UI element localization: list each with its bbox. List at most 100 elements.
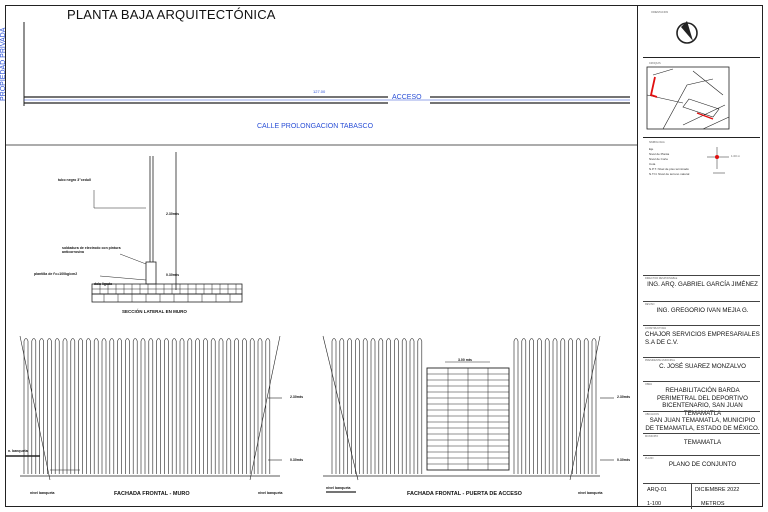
fence-bar — [93, 338, 99, 474]
north-arrow-icon — [676, 21, 698, 44]
fence-bar — [370, 338, 376, 474]
plan-dimension: 127.00 — [313, 89, 326, 94]
legend-line: Eje — [649, 147, 654, 151]
fence-bar — [386, 338, 391, 474]
fence-bar — [203, 338, 208, 474]
plan-title: PLANTA BAJA ARQUITECTÓNICA — [67, 7, 276, 22]
fence-bar — [521, 338, 527, 474]
access-gate — [426, 367, 510, 471]
field-value: TEMAMATLA — [683, 439, 722, 446]
drawing-sheet — [5, 5, 763, 507]
sheet-date: DICIEMBRE 2022 — [695, 487, 740, 493]
fence-bar — [234, 338, 239, 474]
fence-bar — [226, 338, 232, 474]
wall-caption: FACHADA FRONTAL - MURO — [114, 491, 190, 497]
field-caption: OBRA — [645, 383, 653, 386]
legend-list: Eje Nivel de Planta Nivel de Corte Cota … — [649, 147, 689, 177]
legend-line: N.T.N. Nivel de terreno natural — [649, 172, 690, 176]
panel-border — [637, 5, 638, 507]
fence-bar — [568, 338, 573, 474]
fence-bar — [78, 338, 83, 474]
gate-caption: FACHADA FRONTAL - PUERTA DE ACCESO — [407, 491, 522, 497]
field-value: CHAJOR SERVICIOS EMPRESARIALES S.A DE C.… — [645, 331, 760, 346]
fence-bar — [591, 338, 597, 474]
field-caption: PRESIDENTE MUNICIPAL — [645, 359, 676, 362]
fence-bar — [583, 338, 589, 474]
fence-bar — [109, 338, 115, 474]
wall-ground-note: nivel banqueta — [30, 491, 55, 495]
field-caption: MUNICIPIO — [645, 435, 659, 438]
fence-bar — [265, 338, 271, 474]
field-caption: REVISO — [645, 303, 655, 306]
wall-side-note: n. banqueta — [8, 449, 28, 453]
wall-level: 2.30mts — [290, 395, 304, 399]
section-level: 0.30mts — [166, 273, 180, 277]
field-caption: DIRECTOR RESPONSABLE — [645, 277, 678, 280]
fence-bar — [331, 338, 337, 474]
level-symbol-icon — [707, 147, 729, 174]
legend-line: Nivel de Planta — [649, 152, 670, 156]
gate-level: 2.30mts — [617, 395, 631, 399]
fence-bar — [249, 338, 255, 474]
section-note: tubo negro 3"cedull — [58, 178, 91, 182]
field-caption: UBICACION — [645, 413, 659, 416]
fence-bar — [187, 338, 193, 474]
fence-bar — [362, 338, 368, 474]
property-label: PROPIEDAD PRIVADA — [0, 27, 7, 101]
field-value: PLANO DE CONJUNTO — [668, 461, 737, 468]
fence-bar — [544, 338, 550, 474]
field-value: SAN JUAN TEMAMATLA, MUNICIPIO DE TEMAMAT… — [645, 417, 760, 432]
fence-bar — [125, 338, 130, 474]
fence-bar — [117, 338, 122, 474]
access-label: ACCESO — [392, 94, 422, 101]
field-value: C. JOSÉ SUAREZ MONZALVO — [659, 363, 746, 370]
fence-bar — [409, 338, 415, 474]
fence-bar — [355, 338, 360, 474]
fence-bar — [140, 338, 146, 474]
gate-ground-note: nivel banqueta — [326, 486, 351, 490]
fence-bar — [347, 338, 352, 474]
location-caption: CROQUIS — [649, 62, 661, 65]
fence-bar — [156, 338, 161, 474]
legend-line: Cota — [649, 162, 656, 166]
fence-bar — [39, 338, 44, 474]
gate-level: 0.30mts — [617, 458, 631, 462]
section-detail — [91, 152, 243, 303]
sheet-scale: 1-100 — [647, 501, 662, 507]
fence-bar — [339, 338, 345, 474]
field-value: REHABILITACIÓN BARDA PERIMETRAL DEL DEPO… — [657, 387, 748, 417]
sheet-number: ARQ-01 — [647, 487, 667, 493]
field-caption: CONSTRUCTORA — [645, 327, 667, 330]
fence-bar — [62, 338, 68, 474]
field-caption: PLANO — [645, 457, 654, 460]
fence-bar — [417, 338, 423, 474]
wall-ground-note: nivel banqueta — [258, 491, 283, 495]
fence-bar — [54, 338, 60, 474]
section-note: plantilla de f'c=100kg/cm2 — [34, 272, 78, 276]
fence-bar — [132, 338, 138, 474]
north-caption: ORIENTACION — [651, 11, 669, 14]
fence-bar — [529, 338, 534, 474]
fence-bar — [47, 338, 52, 474]
gate-width: 3.00 mts — [458, 358, 473, 362]
fence-bar — [218, 338, 224, 474]
fence-bar — [242, 338, 247, 474]
legend-line: Nivel de Corte — [649, 157, 669, 161]
sheet-units: METROS — [701, 501, 725, 507]
field-value: ING. ARQ. GABRIEL GARCÍA JIMÉNEZ — [647, 281, 758, 288]
section-level: 2.30mts — [166, 212, 180, 216]
legend-symbol: 1.00 m — [731, 154, 741, 158]
fence-bar — [164, 338, 169, 474]
street-label: CALLE PROLONGACION TABASCO — [257, 123, 374, 130]
fence-bar — [576, 338, 581, 474]
fence-bar — [179, 338, 185, 474]
section-note: dala ligada — [94, 282, 113, 286]
section-caption: SECCIÓN LATERAL EN MURO — [122, 309, 187, 314]
fence-bar — [552, 338, 558, 474]
field-value: ING. GREGORIO IVAN MEJIA G. — [656, 307, 749, 314]
fence-bar — [171, 338, 177, 474]
fence-bar — [378, 338, 384, 474]
fence-bar — [394, 338, 399, 474]
gate-ground-note: nivel banqueta — [578, 491, 603, 495]
